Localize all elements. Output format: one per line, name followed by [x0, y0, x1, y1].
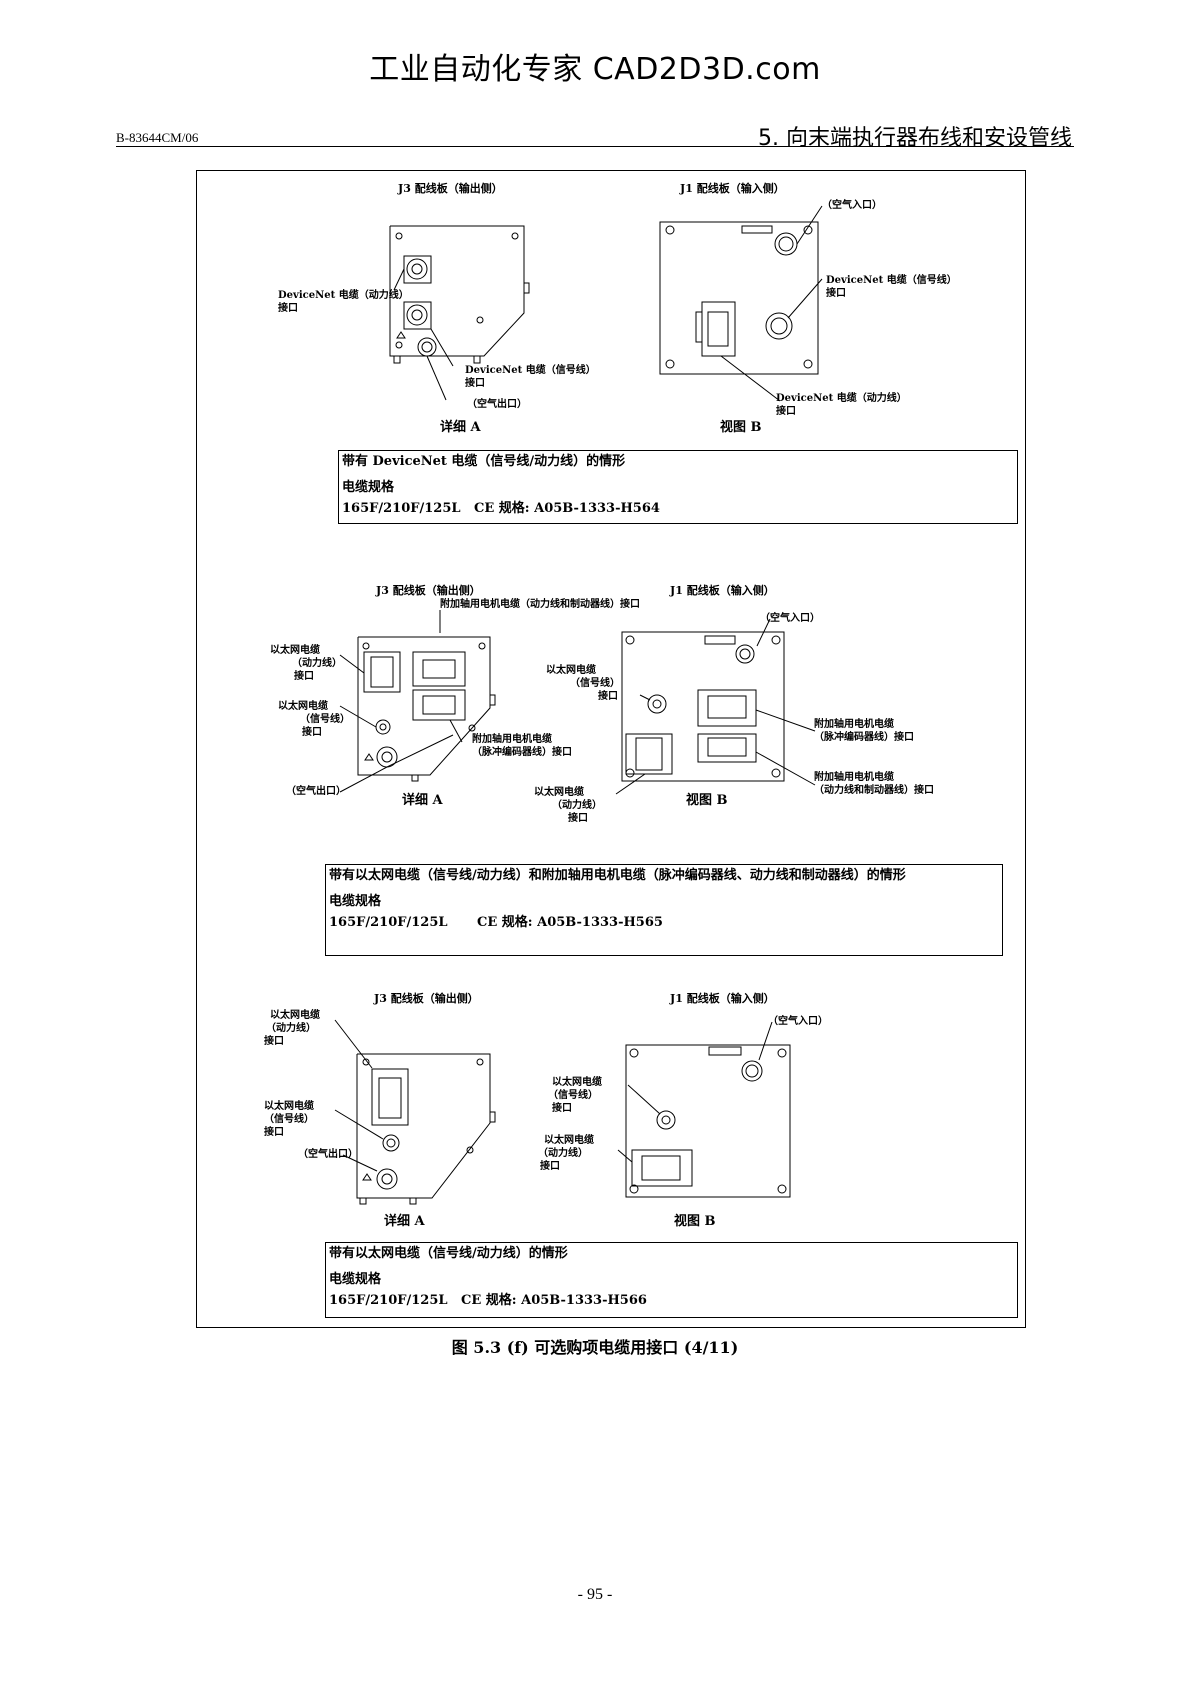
- section1-detail-a-drawing: [389, 225, 530, 401]
- section2-right-eth-signal-label-3: 接口: [598, 691, 618, 702]
- section3-spec-models: 165F/210F/125L: [329, 1293, 448, 1308]
- section3-caption-detail-a: 详细 A: [384, 1214, 425, 1229]
- figure-caption: 图 5.3 (f) 可选购项电缆用接口 (4/11): [451, 1338, 739, 1357]
- section1-spec-title: 带有 DeviceNet 电缆（信号线/动力线）的情形: [342, 454, 626, 469]
- section2-spec-title: 带有以太网电缆（信号线/动力线）和附加轴用电机电缆（脉冲编码器线、动力线和制动器…: [329, 868, 906, 883]
- header-rule: [116, 146, 1074, 147]
- section1-caption-detail-a: 详细 A: [440, 420, 481, 435]
- section2-spec-models: 165F/210F/125L: [329, 915, 448, 930]
- section2-title-right: J1 配线板（输入侧）: [670, 584, 775, 597]
- section1-devnet-power-right-label: DeviceNet 电缆（动力线）: [776, 393, 907, 404]
- page-number: - 95 -: [577, 1586, 613, 1603]
- section3-right-eth-power-label-1: 以太网电缆: [544, 1135, 594, 1146]
- section1-port-right-label: 接口: [826, 288, 846, 299]
- section3-right-eth-power-label-2: （动力线）: [538, 1148, 588, 1159]
- section2-aux-motor-brake-label: 附加轴用电机电缆（动力线和制动器线）接口: [440, 599, 640, 610]
- section1-air-out-label: （空气出口）: [467, 399, 527, 410]
- section2-spec-box: 带有以太网电缆（信号线/动力线）和附加轴用电机电缆（脉冲编码器线、动力线和制动器…: [325, 864, 1003, 956]
- section2-aux-pulse-label-2: （脉冲编码器线）接口: [472, 747, 572, 758]
- section2-eth-signal-label-3: 接口: [302, 727, 322, 738]
- section1-port-label-2: 接口: [465, 378, 485, 389]
- section2-eth-signal-label-1: 以太网电缆: [278, 701, 328, 712]
- section1-devnet-signal-right-label: DeviceNet 电缆（信号线）: [826, 275, 957, 286]
- section1-spec-label: 电缆规格: [342, 480, 395, 495]
- section3-detail-a-drawing: [334, 1019, 496, 1205]
- section2-caption-detail-a: 详细 A: [402, 793, 443, 808]
- section3-eth-power-label-2: （动力线）: [266, 1023, 316, 1034]
- figure-frame: [196, 170, 1026, 1328]
- section3-right-eth-signal-label-1: 以太网电缆: [552, 1077, 602, 1088]
- section3-eth-signal-label-3: 接口: [264, 1127, 284, 1138]
- section2-air-in-label: （空气入口）: [760, 613, 820, 624]
- document-id: B-83644CM/06: [116, 130, 199, 145]
- section3-spec-title: 带有以太网电缆（信号线/动力线）的情形: [329, 1246, 568, 1261]
- section1-title-right: J1 配线板（输入侧）: [680, 182, 785, 195]
- section3-spec-box: 带有以太网电缆（信号线/动力线）的情形 电缆规格 165F/210F/125L C…: [325, 1242, 1018, 1318]
- section3-spec-ce: CE 规格: A05B-1333-H566: [461, 1293, 647, 1308]
- section2-view-b-drawing: [615, 618, 816, 795]
- section2-right-aux-brake-label-2: （动力线和制动器线）接口: [814, 785, 934, 796]
- section3-title-right: J1 配线板（输入侧）: [670, 992, 775, 1005]
- section3-right-eth-signal-label-3: 接口: [552, 1103, 572, 1114]
- section2-eth-power-label-2: （动力线）: [292, 658, 342, 669]
- section2-spec-ce: CE 规格: A05B-1333-H565: [477, 915, 663, 930]
- section1-devnet-power-label: DeviceNet 电缆（动力线）: [278, 290, 409, 301]
- section2-aux-pulse-label-1: 附加轴用电机电缆: [472, 734, 552, 745]
- section2-caption-view-b: 视图 B: [686, 793, 728, 808]
- section3-view-b-drawing: [617, 1021, 791, 1198]
- section3-right-eth-signal-label-2: （信号线）: [548, 1090, 598, 1101]
- section1-caption-view-b: 视图 B: [720, 420, 762, 435]
- section1-view-b-drawing: [659, 205, 823, 402]
- section1-spec-box: 带有 DeviceNet 电缆（信号线/动力线）的情形 电缆规格 165F/21…: [338, 450, 1018, 524]
- section3-eth-power-label-3: 接口: [264, 1036, 284, 1047]
- section3-spec-label: 电缆规格: [329, 1272, 382, 1287]
- section2-air-out-label: （空气出口）: [286, 786, 346, 797]
- section2-right-aux-brake-label-1: 附加轴用电机电缆: [814, 772, 894, 783]
- section3-eth-power-label-1: 以太网电缆: [270, 1010, 320, 1021]
- section2-eth-power-label-3: 接口: [294, 671, 314, 682]
- section2-right-eth-power-label-2: （动力线）: [552, 800, 602, 811]
- section3-eth-signal-label-1: 以太网电缆: [264, 1101, 314, 1112]
- section1-port-label: 接口: [278, 303, 298, 314]
- section2-right-eth-power-label-3: 接口: [568, 813, 588, 824]
- section2-right-aux-pulse-label-2: （脉冲编码器线）接口: [814, 732, 914, 743]
- section3-eth-signal-label-2: （信号线）: [264, 1114, 314, 1125]
- section2-eth-power-label-1: 以太网电缆: [270, 645, 320, 656]
- section2-title-left: J3 配线板（输出侧）: [376, 584, 481, 597]
- section2-spec-label: 电缆规格: [329, 894, 382, 909]
- section3-title-left: J3 配线板（输出侧）: [374, 992, 479, 1005]
- section1-spec-ce: CE 规格: A05B-1333-H564: [474, 501, 660, 516]
- section2-right-eth-signal-label-1: 以太网电缆: [546, 665, 596, 676]
- section3-air-in-label: （空气入口）: [768, 1016, 828, 1027]
- section1-devnet-signal-label: DeviceNet 电缆（信号线）: [465, 365, 596, 376]
- section2-eth-signal-label-2: （信号线）: [300, 714, 350, 725]
- section3-right-eth-power-label-3: 接口: [540, 1161, 560, 1172]
- section1-air-in-label: （空气入口）: [822, 200, 882, 211]
- section2-right-eth-signal-label-2: （信号线）: [570, 678, 620, 689]
- section3-air-out-label: （空气出口）: [298, 1149, 358, 1160]
- section2-right-eth-power-label-1: 以太网电缆: [534, 787, 584, 798]
- section2-right-aux-pulse-label-1: 附加轴用电机电缆: [814, 719, 894, 730]
- watermark-title: 工业自动化专家 CAD2D3D.com: [369, 52, 821, 87]
- section3-caption-view-b: 视图 B: [674, 1214, 716, 1229]
- section1-title-left: J3 配线板（输出侧）: [398, 182, 503, 195]
- section1-port-right-label-2: 接口: [776, 406, 796, 417]
- section1-spec-models: 165F/210F/125L: [342, 501, 461, 516]
- section2-detail-a-drawing: [339, 610, 496, 793]
